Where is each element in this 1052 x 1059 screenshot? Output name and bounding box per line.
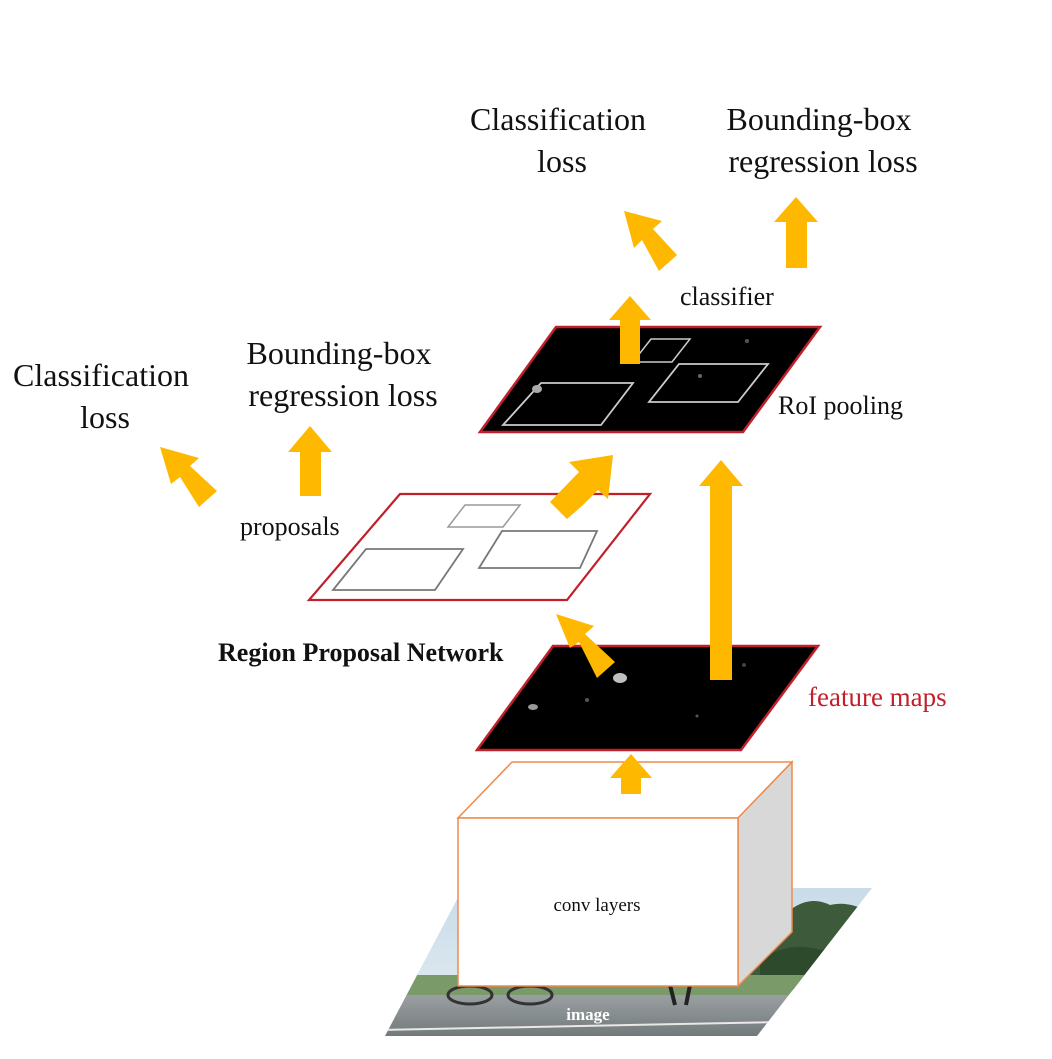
conv-layers-label: conv layers — [553, 895, 640, 916]
arrow-diagonal-icon — [160, 447, 217, 507]
classifier-label: classifier — [680, 282, 774, 311]
arrow-diagonal-icon — [624, 211, 677, 271]
conv-layers-box: conv layers — [456, 760, 794, 988]
roi-box — [647, 363, 770, 403]
left-bbox-regression-label: Bounding-box regression loss — [247, 335, 440, 413]
arrow-up-icon — [774, 197, 818, 268]
rpn-label: Region Proposal Network — [218, 638, 504, 667]
proposals-label: proposals — [240, 512, 340, 541]
arrows — [160, 197, 818, 794]
left-bbox-line2: regression loss — [248, 377, 437, 413]
proposals-plane: proposals — [240, 492, 653, 602]
proposal-box — [331, 548, 465, 591]
top-classification-line1: Classification — [470, 101, 646, 137]
roi-pooling-label: RoI pooling — [778, 391, 903, 420]
roi-box — [500, 382, 635, 426]
proposal-box — [477, 530, 599, 569]
feature-maps-plane: feature maps — [474, 644, 947, 752]
roi-pooling-plane: RoI pooling — [477, 325, 903, 434]
arrow-up-icon — [288, 426, 332, 496]
roi-box — [631, 338, 692, 363]
left-classification-line2: loss — [80, 399, 130, 435]
feature-maps-label: feature maps — [808, 682, 947, 712]
left-classification-loss-label: Classification loss — [13, 357, 197, 435]
top-classification-loss-label: Classification loss — [470, 101, 654, 179]
top-bbox-regression-label: Bounding-box regression loss — [727, 101, 920, 179]
arrow-diagonal-icon — [550, 455, 613, 519]
proposal-box — [446, 504, 522, 528]
left-bbox-line1: Bounding-box — [247, 335, 432, 371]
top-bbox-line1: Bounding-box — [727, 101, 912, 137]
arrow-up-icon — [699, 460, 743, 680]
left-classification-line1: Classification — [13, 357, 189, 393]
top-bbox-line2: regression loss — [728, 143, 917, 179]
image-label: image — [566, 1005, 610, 1024]
arrow-up-icon — [610, 754, 652, 794]
arrow-diagonal-icon — [556, 614, 615, 678]
top-classification-line2: loss — [537, 143, 587, 179]
arrow-up-icon — [609, 296, 651, 364]
